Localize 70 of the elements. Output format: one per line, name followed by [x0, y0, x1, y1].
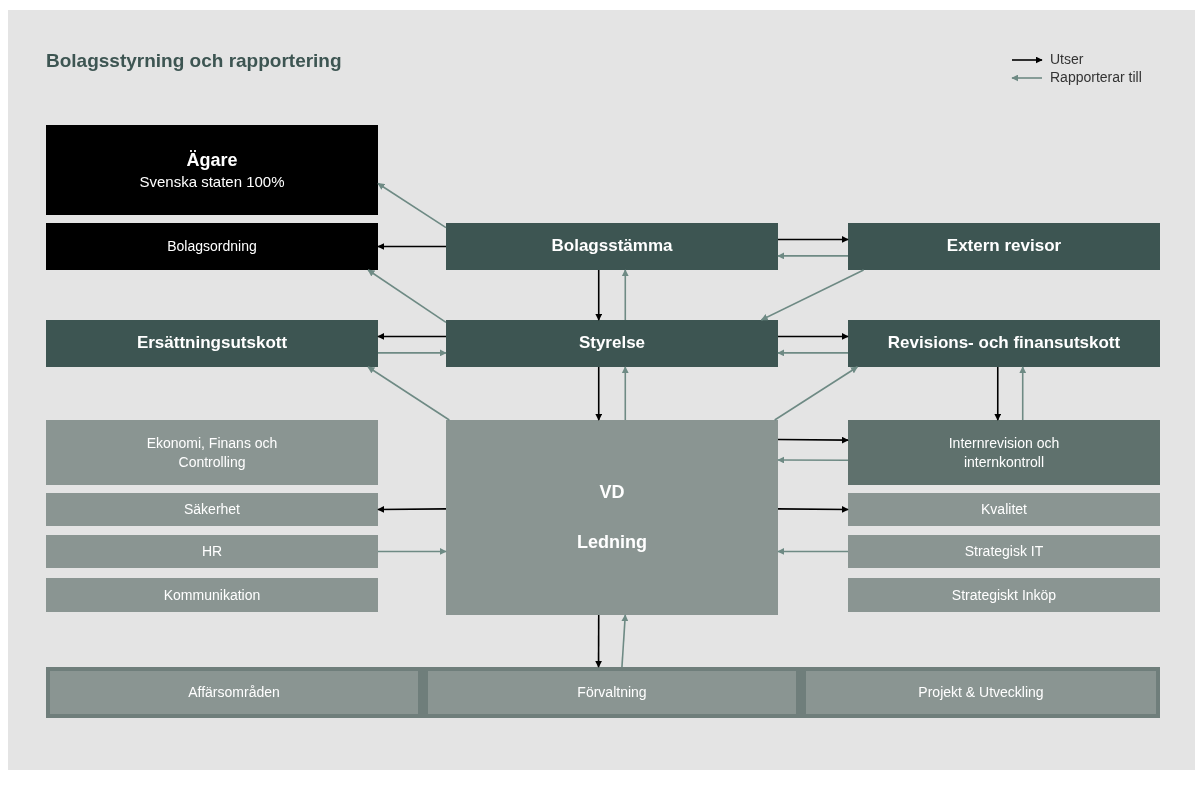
arrow [377, 349, 447, 357]
org-box [848, 420, 1160, 485]
box-label: Förvaltning [577, 683, 647, 702]
legend-label: Rapporterar till [1050, 69, 1142, 85]
box-label: Säkerhet [183, 500, 240, 519]
org-box [848, 578, 1160, 612]
arrow [777, 456, 849, 464]
arrow [777, 436, 849, 444]
arrow [994, 366, 1002, 421]
org-box [50, 671, 418, 714]
org-box [46, 125, 378, 215]
box-label: Styrelse [578, 332, 646, 355]
arrow [377, 182, 447, 229]
org-box [806, 671, 1156, 714]
box-label: HR [201, 542, 223, 561]
box-label: Affärsområden [188, 683, 280, 702]
box-label: Revisions- och finansutskott [887, 332, 1121, 355]
arrow [367, 366, 451, 421]
box-label: Kommunikation [163, 585, 261, 605]
arrow [773, 366, 859, 421]
org-box [46, 223, 378, 270]
box-label: Ekonomi, Finans och Controlling [146, 434, 278, 471]
box-label: Strategiskt Inköp [951, 585, 1057, 605]
arrow [595, 269, 603, 321]
arrow [777, 349, 849, 357]
box-label: Projekt & Utveckling [918, 683, 1044, 702]
org-box [848, 493, 1160, 526]
arrow [777, 505, 849, 513]
arrow [777, 235, 849, 243]
box-label: Kvalitet [981, 500, 1027, 519]
arrow [777, 332, 849, 340]
box-label: Ägare [186, 148, 238, 172]
box-label: VD [599, 481, 625, 505]
org-box [446, 223, 778, 270]
diagram-title: Bolagsstyrning och rapportering [46, 50, 342, 72]
arrow [377, 243, 447, 250]
arrow [777, 547, 849, 555]
arrow [777, 252, 849, 260]
org-box [46, 578, 378, 612]
org-box [428, 671, 796, 714]
org-box [848, 535, 1160, 568]
box-label: Bolagsstämma [551, 235, 673, 258]
org-box [446, 420, 778, 615]
org-box [46, 535, 378, 568]
legend-label: Utser [1050, 51, 1084, 67]
box-sublabel: Ledning [577, 530, 647, 554]
group-band [46, 667, 1160, 718]
box-label: Bolagsordning [167, 237, 257, 256]
arrow [377, 547, 447, 555]
arrow [367, 269, 447, 324]
arrow [621, 614, 629, 668]
org-box [46, 420, 378, 485]
arrow [1019, 366, 1027, 421]
box-label: Internrevision och internkontroll [947, 434, 1061, 471]
org-box [46, 320, 378, 367]
box-label: Strategisk IT [964, 542, 1044, 561]
arrow [595, 614, 603, 668]
arrow [621, 269, 629, 321]
box-label: Ersättningsutskott [136, 332, 288, 355]
org-box [446, 320, 778, 367]
arrow [760, 269, 865, 321]
arrow [621, 366, 629, 421]
org-box [848, 223, 1160, 270]
box-sublabel: Svenska staten 100% [139, 171, 285, 192]
arrow [595, 366, 603, 421]
arrow [377, 505, 447, 513]
box-label: Extern revisor [946, 235, 1062, 258]
arrow [377, 332, 447, 340]
org-box [848, 320, 1160, 367]
org-box [46, 493, 378, 526]
